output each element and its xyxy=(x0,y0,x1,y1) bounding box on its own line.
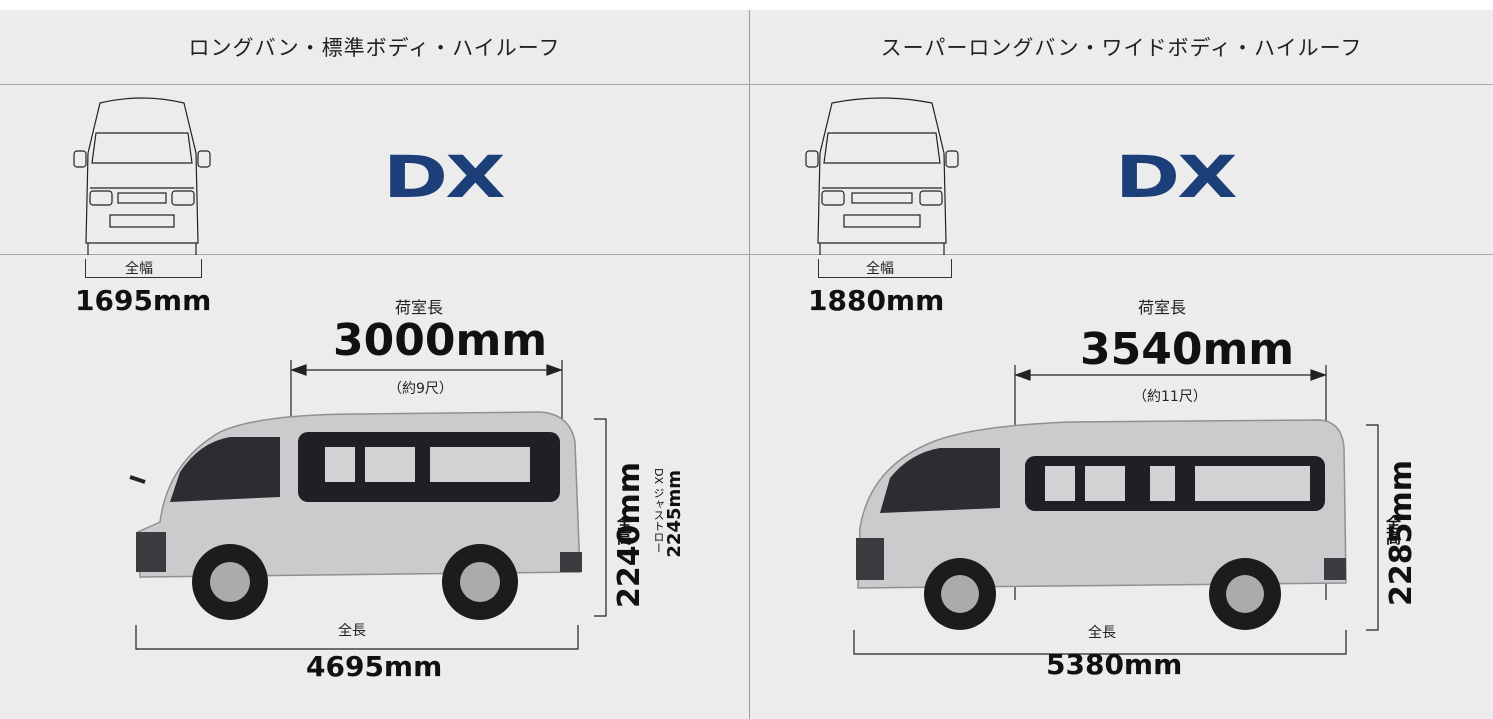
right-grade-logo: DX xyxy=(1115,143,1238,211)
left-cargo-label: 荷室長 xyxy=(395,298,444,317)
right-cargo-value: 3540mm xyxy=(1080,324,1295,375)
left-header-divider xyxy=(0,84,749,85)
left-length-label: 全長 xyxy=(338,623,366,639)
right-panel: スーパーロングバン・ワイドボディ・ハイルーフ DX 全幅 1880mm 荷室長 … xyxy=(750,10,1493,719)
left-length-bracket xyxy=(135,625,579,650)
left-grade-logo: DX xyxy=(383,143,506,211)
right-header-divider xyxy=(750,84,1493,85)
spec-comparison: ロングバン・標準ボディ・ハイルーフ DX 全幅 1695mm 荷室長 3000m… xyxy=(0,10,1493,719)
right-van-side-drawing xyxy=(856,419,1347,630)
left-cargo-value: 3000mm xyxy=(333,315,548,366)
right-header: スーパーロングバン・ワイドボディ・ハイルーフ xyxy=(880,36,1363,60)
right-height-value: 2285mm xyxy=(1384,460,1419,607)
right-cargo-label: 荷室長 xyxy=(1138,298,1187,317)
right-length-label: 全長 xyxy=(1088,625,1116,641)
left-width-value: 1695mm xyxy=(75,284,212,317)
left-height-value: 2240mm xyxy=(612,462,647,609)
left-height-label: 全高 xyxy=(615,515,633,545)
right-front-divider xyxy=(750,254,1493,255)
left-front-divider xyxy=(0,254,749,255)
panel-divider xyxy=(749,10,750,719)
right-width-bracket xyxy=(818,259,952,278)
left-alt-height-value: 2245mm xyxy=(664,470,685,558)
left-width-bracket xyxy=(85,259,202,278)
right-length-bracket xyxy=(853,630,1347,655)
left-header: ロングバン・標準ボディ・ハイルーフ xyxy=(188,36,561,60)
left-van-side-drawing xyxy=(129,411,582,620)
left-panel: ロングバン・標準ボディ・ハイルーフ DX 全幅 1695mm 荷室長 3000m… xyxy=(0,10,749,719)
right-height-bracket xyxy=(1366,424,1379,631)
right-height-label: 全高 xyxy=(1384,515,1402,545)
right-front-view-drawing xyxy=(805,97,959,255)
left-front-view-drawing xyxy=(73,97,211,255)
right-width-label: 全幅 xyxy=(866,261,894,277)
left-height-bracket xyxy=(594,418,607,617)
left-length-value: 4695mm xyxy=(306,650,443,683)
right-cargo-note: （約11尺） xyxy=(1133,389,1207,405)
left-alt-height-label: DX ジャストロー xyxy=(652,468,665,554)
left-width-label: 全幅 xyxy=(125,261,153,277)
right-width-value: 1880mm xyxy=(808,284,945,317)
left-cargo-note: （約9尺） xyxy=(388,381,453,397)
right-length-value: 5380mm xyxy=(1046,648,1183,681)
